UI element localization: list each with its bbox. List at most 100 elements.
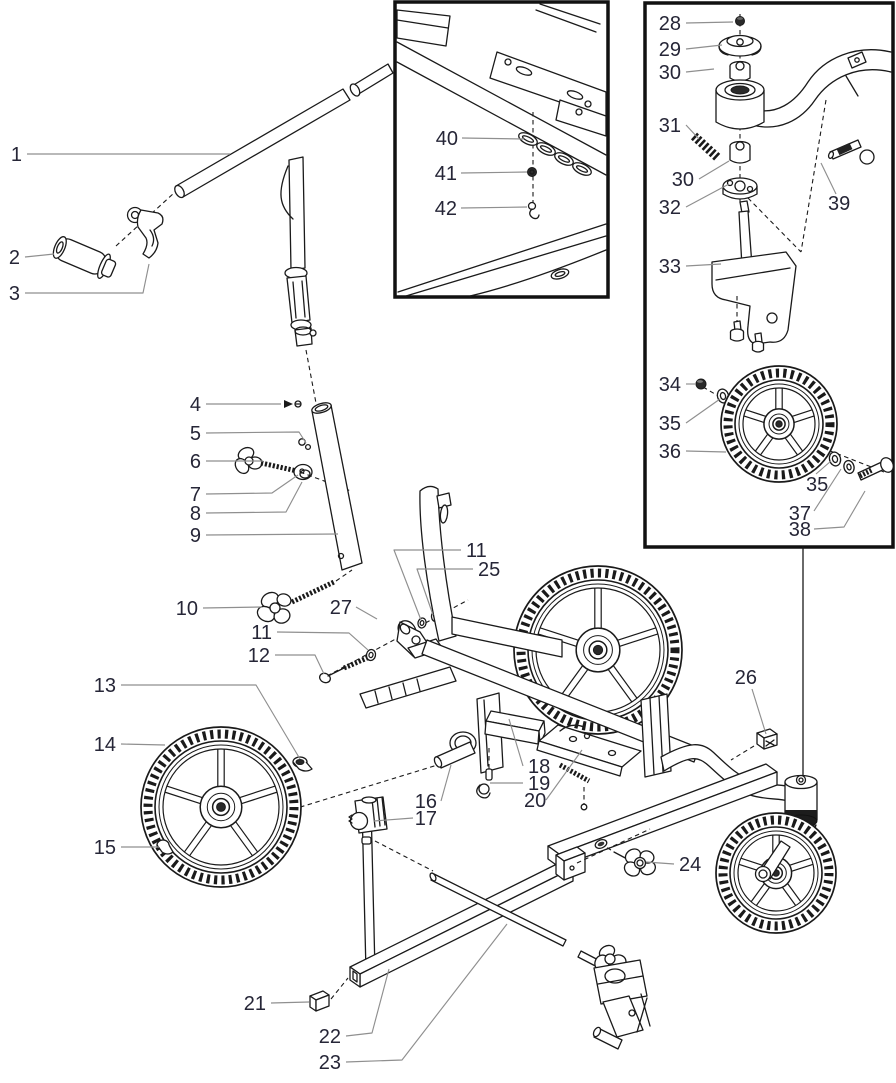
part-29-cap — [718, 34, 762, 57]
callout-2-leader — [24, 253, 55, 258]
beam-extension-dashed — [576, 828, 651, 864]
wheel-art — [715, 812, 837, 934]
callout-26-label: 26 — [735, 667, 757, 689]
inset-a-frame-art — [396, 3, 607, 297]
part-10-star-knob — [256, 579, 336, 624]
callout-39-label: 39 — [828, 193, 850, 215]
wheel-art — [720, 365, 838, 483]
callout-18-leader — [508, 718, 524, 767]
callout-30b-label: 30 — [672, 169, 694, 191]
callout-31-label: 31 — [659, 115, 681, 137]
callout-5-leader — [205, 431, 307, 444]
callout-9-label: 9 — [190, 525, 201, 547]
part-11-washer-right — [417, 617, 427, 629]
callout-21-label: 21 — [244, 993, 266, 1015]
callout-35a-label: 35 — [659, 413, 681, 435]
part-20-bracket-plate — [536, 724, 642, 777]
callout-12-label: 12 — [248, 645, 270, 667]
clamp-to-rod-dashed — [374, 840, 434, 872]
callout-24-label: 24 — [679, 854, 701, 876]
part-14-left-wheel — [140, 726, 302, 888]
knob-axis-dashed — [335, 569, 353, 582]
callout-25-leader — [416, 568, 473, 616]
callout-1-label: 1 — [11, 144, 22, 166]
handlebar-assembly — [52, 63, 394, 404]
callout-9-leader — [205, 533, 339, 536]
callout-33-leader — [685, 263, 722, 267]
caster-wheel — [715, 812, 837, 934]
callout-17-leader — [373, 817, 414, 822]
part-24-wing-knob — [603, 845, 656, 877]
callout-40-leader — [461, 137, 525, 140]
inset-b-frame-tube — [752, 49, 892, 128]
callout-39-leader — [820, 162, 837, 195]
part-6-wing-bolt — [234, 446, 298, 475]
frame-slats — [374, 678, 421, 704]
callout-35b-label: 35 — [806, 474, 828, 496]
callout-25-label: 25 — [478, 559, 500, 581]
part-5-screw — [298, 438, 312, 451]
beam-junction-block — [555, 846, 586, 881]
callout-38-label: 38 — [789, 519, 811, 541]
callout-31-leader — [685, 124, 700, 140]
callout-11a-label: 11 — [466, 540, 487, 562]
callout-16-label: 16 — [415, 791, 437, 813]
callout-4-label: 4 — [190, 394, 201, 416]
part-42-screw — [527, 201, 540, 220]
part-12-bolt — [319, 655, 368, 684]
part-13-axle-nut — [292, 756, 313, 772]
callout-32-leader — [685, 183, 730, 208]
callout-7-leader — [205, 474, 299, 495]
frame-left-rail — [359, 666, 457, 709]
frame-upright-post — [419, 485, 457, 642]
callout-30a-leader — [685, 68, 715, 73]
callout-28-leader — [685, 21, 734, 24]
rear-wheel — [513, 565, 683, 735]
gun-holder-assembly — [592, 944, 651, 1050]
callout-10-label: 10 — [176, 598, 198, 620]
callout-36-label: 36 — [659, 441, 681, 463]
callout-13-label: 13 — [94, 675, 116, 697]
part-32-collar — [722, 177, 758, 200]
callout-20-label: 20 — [524, 790, 546, 812]
part-41-nut — [527, 167, 537, 177]
callout-37-label: 37 — [789, 503, 811, 525]
part-30-bushing-lower — [729, 140, 751, 164]
frame-screw — [558, 762, 591, 811]
inset-b-axle-dash-left — [702, 386, 767, 425]
callout-27-label: 27 — [330, 597, 352, 619]
part-26-end-cap — [756, 728, 778, 750]
part-38-axle-bolt — [857, 457, 894, 481]
callout-3-leader — [25, 263, 150, 294]
callout-11b-leader — [276, 631, 369, 651]
callout-2-label: 2 — [9, 247, 20, 269]
part-3-lever — [126, 206, 164, 259]
callout-18-label: 18 — [528, 756, 550, 778]
part-28-nut — [735, 16, 745, 26]
grip-axis-dashed — [115, 192, 175, 247]
stand-assembly — [309, 763, 778, 1050]
callout-42-label: 42 — [435, 198, 457, 220]
inset-detail-box-b — [643, 1, 895, 549]
callout-8-label: 8 — [190, 503, 201, 525]
part-18-bracket — [484, 710, 546, 745]
fork-bolt-2 — [751, 332, 765, 353]
part-19-pin-clip — [476, 748, 493, 799]
callout-33-label: 33 — [659, 256, 681, 278]
axle-support-arm — [451, 616, 563, 658]
part-15-cap — [156, 839, 174, 855]
callout-30a-label: 30 — [659, 62, 681, 84]
callout-15-label: 15 — [94, 837, 116, 859]
callout-7-label: 7 — [190, 484, 201, 506]
part-30-housing-cylinder — [715, 79, 765, 130]
part-1-handlebar — [174, 63, 394, 199]
part-34-axle-nut — [695, 378, 707, 390]
callout-24-leader — [645, 861, 675, 865]
wheel-art — [513, 565, 683, 735]
cap-26-dashed — [730, 745, 755, 761]
callout-22-label: 22 — [319, 1026, 341, 1048]
inset-box-a-border — [393, 0, 610, 299]
callout-17-label: 17 — [415, 808, 437, 830]
callout-6-label: 6 — [190, 451, 201, 473]
